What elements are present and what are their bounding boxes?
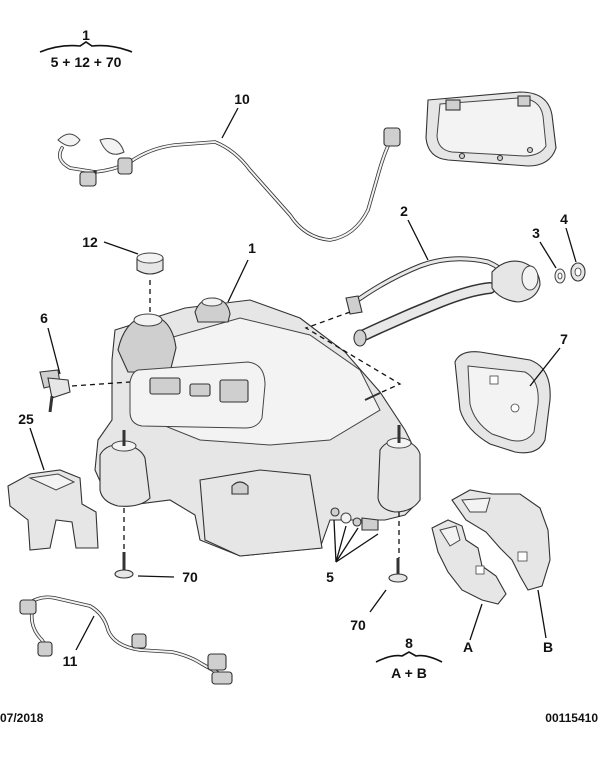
part-A-shell — [431, 519, 507, 605]
part-3-seal — [554, 268, 566, 284]
leader-B — [537, 589, 547, 639]
part-4-ring — [570, 262, 586, 282]
leader-70b — [369, 589, 387, 613]
part-7-shield — [454, 351, 551, 454]
part-2-filler-pipe — [345, 256, 541, 347]
group-label-top: 1 5 + 12 + 70 — [39, 27, 133, 70]
part-11-harness — [19, 595, 233, 685]
callout-11: 11 — [63, 653, 78, 669]
dash-filler — [304, 311, 402, 393]
leader-6 — [47, 327, 61, 375]
group-top-brace — [39, 41, 133, 53]
callout-5: 5 — [326, 569, 334, 585]
leader-7 — [529, 347, 561, 387]
callout-A: A — [463, 639, 473, 655]
footer-ref: 00115410 — [545, 711, 598, 725]
group-bottom-brace — [375, 651, 443, 663]
leader-12 — [103, 241, 139, 255]
callout-10: 10 — [234, 91, 250, 107]
leader-4 — [565, 227, 577, 263]
leader-70a — [137, 575, 175, 578]
footer-date: 07/2018 — [0, 711, 44, 725]
leader-25 — [29, 427, 45, 471]
leader-3 — [539, 241, 557, 269]
part-25-bracket — [7, 469, 99, 551]
callout-12: 12 — [82, 234, 98, 250]
leaders-5 — [333, 519, 379, 563]
part-12-cap — [136, 252, 164, 275]
part-1-tank — [94, 297, 421, 557]
leader-11 — [75, 615, 95, 651]
callout-1: 1 — [248, 240, 256, 256]
group-label-bottom: 8 A + B — [375, 635, 443, 681]
callout-B: B — [543, 639, 553, 655]
leader-10 — [221, 107, 239, 139]
group-bottom-number: 8 — [405, 635, 413, 651]
leader-A — [469, 603, 483, 641]
part-10-harness — [57, 91, 557, 242]
callout-4: 4 — [560, 211, 568, 227]
callout-70-right: 70 — [350, 617, 366, 633]
callout-2: 2 — [400, 203, 408, 219]
group-top-number: 1 — [82, 27, 90, 43]
dash-6 — [71, 381, 131, 387]
callout-70-left: 70 — [182, 569, 198, 585]
callout-25: 25 — [18, 411, 34, 427]
group-top-formula: 5 + 12 + 70 — [51, 54, 122, 70]
part-70-bolt-left — [114, 552, 134, 579]
part-B-shell — [451, 489, 551, 591]
part-6-sensor — [39, 369, 71, 413]
part-70-bolt-right — [388, 558, 408, 583]
group-bottom-formula: A + B — [391, 665, 427, 681]
callout-3: 3 — [532, 225, 540, 241]
callout-6: 6 — [40, 310, 48, 326]
leader-1 — [227, 259, 249, 303]
callout-7: 7 — [560, 331, 568, 347]
leader-2 — [407, 219, 429, 261]
